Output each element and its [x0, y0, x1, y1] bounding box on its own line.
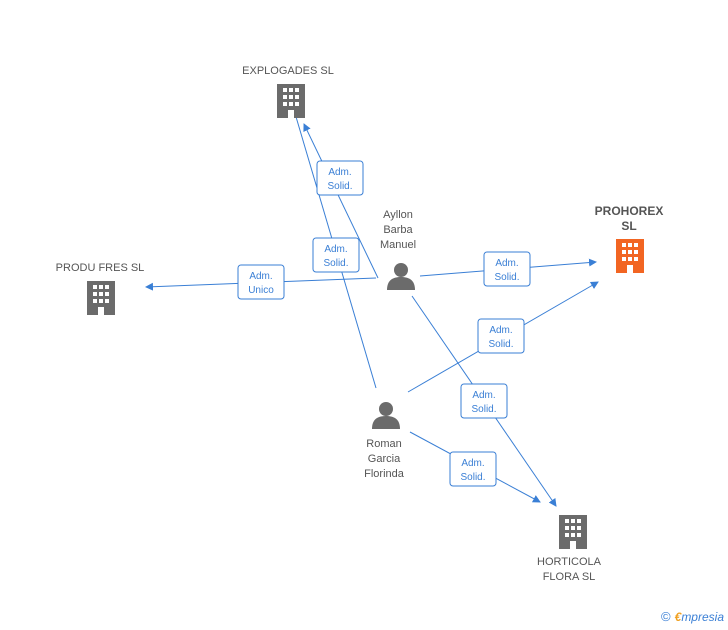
edge-label-roman-explogades[interactable]: Adm. Solid.	[312, 237, 360, 273]
building-icon	[616, 239, 644, 273]
edge-label-line1: Adm.	[328, 167, 351, 178]
edge-label-ayllon-explogades[interactable]: Adm. Solid.	[316, 160, 364, 196]
edge-label-line2: Solid.	[471, 404, 496, 415]
brand-logo: €mpresia	[675, 610, 724, 624]
edge-label-line2: Unico	[248, 285, 274, 296]
company-node-produfres[interactable]: PRODU FRES SL	[56, 262, 145, 315]
edge-label-ayllon-prohorex[interactable]: Adm. Solid.	[483, 251, 531, 287]
company-label-line1: HORTICOLA	[537, 556, 602, 568]
person-node-ayllon[interactable]: Ayllon Barba Manuel	[380, 209, 416, 290]
person-label-line2: Garcia	[368, 453, 401, 465]
person-label-line2: Barba	[383, 224, 413, 236]
edge-label-line1: Adm.	[324, 244, 347, 255]
person-icon	[372, 402, 400, 429]
copyright-icon: ©	[661, 609, 671, 624]
company-label-line2: SL	[621, 219, 636, 233]
person-icon	[387, 263, 415, 290]
company-label-line2: FLORA SL	[543, 571, 596, 583]
edge-label-line2: Solid.	[323, 258, 348, 269]
edge-label-line1: Adm.	[461, 458, 484, 469]
edge-label-line1: Adm.	[249, 271, 272, 282]
person-node-roman[interactable]: Roman Garcia Florinda	[364, 402, 405, 480]
company-node-horticola[interactable]: HORTICOLA FLORA SL	[537, 515, 602, 583]
edge-label-line2: Solid.	[460, 472, 485, 483]
person-label-line3: Florinda	[364, 468, 405, 480]
building-icon	[87, 281, 115, 315]
person-label-line3: Manuel	[380, 239, 416, 251]
person-label-line1: Roman	[366, 438, 401, 450]
person-label-line1: Ayllon	[383, 209, 413, 221]
edge-label-line2: Solid.	[494, 272, 519, 283]
edge-label-line2: Solid.	[327, 181, 352, 192]
footer-brand: © €mpresia	[661, 609, 724, 624]
edge-label-roman-prohorex[interactable]: Adm. Solid.	[477, 318, 525, 354]
edge-label-line1: Adm.	[495, 258, 518, 269]
building-icon	[277, 84, 305, 118]
edge-label-ayllon-horticola[interactable]: Adm. Solid.	[460, 383, 508, 419]
company-label-line1: PROHOREX	[595, 204, 664, 218]
company-label: EXPLOGADES SL	[242, 65, 334, 77]
brand-name: mpresia	[681, 609, 724, 624]
edge-label-roman-horticola[interactable]: Adm. Solid.	[449, 451, 497, 487]
edge-label-line2: Solid.	[488, 339, 513, 350]
brand-first-letter: €	[674, 609, 682, 624]
edge-label-ayllon-produfres[interactable]: Adm. Unico	[237, 264, 285, 300]
building-icon	[559, 515, 587, 549]
company-node-prohorex[interactable]: PROHOREX SL	[595, 204, 664, 273]
company-label: PRODU FRES SL	[56, 262, 145, 274]
company-node-explogades[interactable]: EXPLOGADES SL	[242, 65, 334, 118]
edge-label-line1: Adm.	[472, 390, 495, 401]
edge-label-line1: Adm.	[489, 325, 512, 336]
edge-line-ayllon-explogades	[303, 123, 379, 279]
